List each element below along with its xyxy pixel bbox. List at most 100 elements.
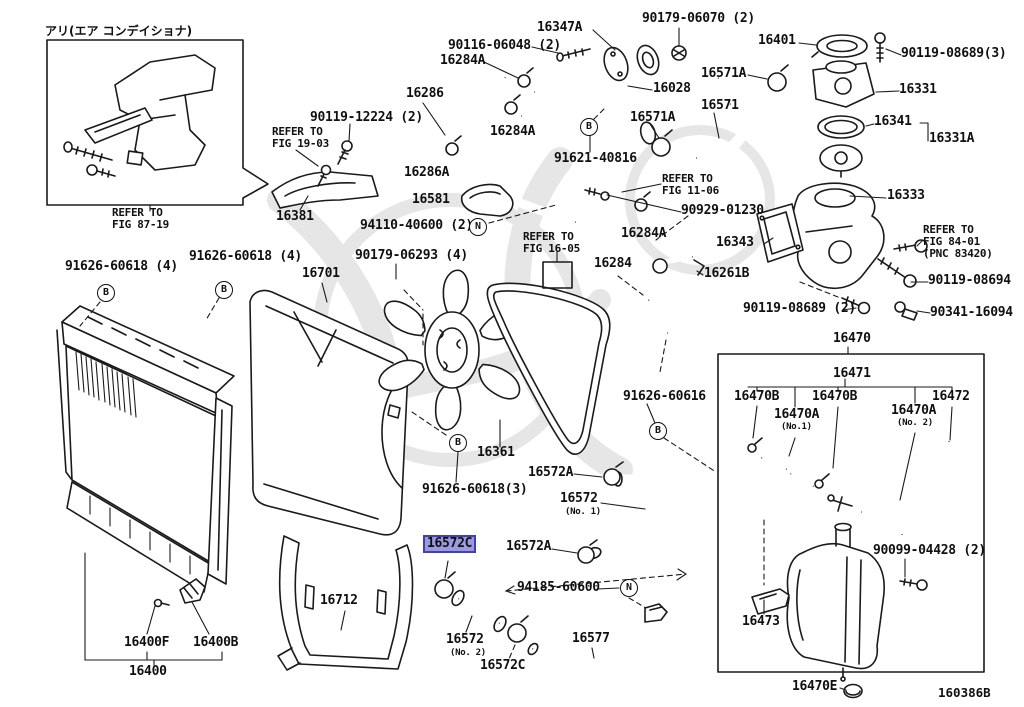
part-label-16400[interactable]: 16400 xyxy=(129,664,167,679)
stud-90929-01230-drawing xyxy=(584,187,610,201)
gasket-16347A-drawing xyxy=(603,44,660,82)
drive-belt-drawing xyxy=(486,261,611,455)
hose-clamp-16572A-drawings xyxy=(577,461,624,564)
part-label-16286[interactable]: 16286 xyxy=(406,86,444,101)
marker-b-5: B xyxy=(649,422,667,440)
bolt-90116-06048-drawing xyxy=(556,48,591,62)
part-label-90119-08694[interactable]: 90119-08694 xyxy=(928,273,1011,288)
part-label-91626-60618-4a[interactable]: 91626-60618 (4) xyxy=(65,259,178,274)
part-label-90341-16094[interactable]: 90341-16094 xyxy=(930,305,1013,320)
part-label-16284[interactable]: 16284 xyxy=(594,256,632,271)
part-label-16400B[interactable]: 16400B xyxy=(193,635,239,650)
part-label-90116-06048[interactable]: 90116-06048 (2) xyxy=(448,38,561,53)
part-label-16572A-2[interactable]: 16572A xyxy=(506,539,552,554)
part-label-16572A-1[interactable]: 16572A xyxy=(528,465,574,480)
part-label-91626-60618-4b[interactable]: 91626-60618 (4) xyxy=(189,249,302,264)
part-label-16472[interactable]: 16472 xyxy=(932,389,970,404)
water-inlet-16331-drawing xyxy=(812,60,875,108)
radiator-cap-16401-drawing xyxy=(811,34,868,58)
part-label-91626-60618-3[interactable]: 91626-60618(3) xyxy=(422,482,528,497)
part-label-16473[interactable]: 16473 xyxy=(742,614,780,629)
part-label-16572-no1[interactable]: 16572 xyxy=(560,491,598,506)
part-label-16572-no2[interactable]: 16572 xyxy=(446,632,484,647)
refer-fig-87-19: REFER TO FIG 87-19 xyxy=(112,206,169,231)
reservoir-box-and-parts xyxy=(717,353,985,699)
hose-clamp-16572C-2-drawing xyxy=(507,615,529,643)
gasket-16341-drawing xyxy=(817,115,865,139)
part-label-16331[interactable]: 16331 xyxy=(899,82,937,97)
part-label-16400F[interactable]: 16400F xyxy=(124,635,170,650)
part-label-16572C-2[interactable]: 16572C xyxy=(480,658,526,673)
part-label-16347A[interactable]: 16347A xyxy=(537,20,583,35)
diagram-code: 160386B xyxy=(938,685,991,700)
part-label-16333[interactable]: 16333 xyxy=(887,188,925,203)
part-label-16284A-3[interactable]: 16284A xyxy=(621,226,667,241)
part-label-16284A-1[interactable]: 16284A xyxy=(440,53,486,68)
part-label-16261B[interactable]: 16261B xyxy=(704,266,750,281)
joint-16261B-drawing xyxy=(652,254,705,276)
part-label-16470A-2[interactable]: 16470A xyxy=(891,403,937,418)
part-label-16470[interactable]: 16470 xyxy=(833,331,871,346)
water-outlet-16333-drawing xyxy=(792,182,885,289)
part-label-16577[interactable]: 16577 xyxy=(572,631,610,646)
part-label-94185-60600[interactable]: 94185-60600 xyxy=(517,580,600,595)
refer-fig-19-03: REFER TO FIG 19-03 xyxy=(272,125,329,150)
part-label-16284A-2[interactable]: 16284A xyxy=(490,124,536,139)
radiator-16400-drawing xyxy=(56,305,235,608)
part-label-90929-01230[interactable]: 90929-01230 xyxy=(681,203,764,218)
bracket-16381-drawing xyxy=(271,140,379,209)
part-label-16470B-2[interactable]: 16470B xyxy=(812,389,858,404)
tube-16572-no2-drawing xyxy=(451,589,507,633)
part-sublabel-16470A-1: (No.1) xyxy=(781,422,812,432)
hose-clamp-16572C-highlighted-drawing xyxy=(434,571,456,599)
part-label-16470E[interactable]: 16470E xyxy=(792,679,838,694)
gasket-16343-drawing xyxy=(756,203,804,263)
part-label-16571A-2[interactable]: 16571A xyxy=(630,110,676,125)
refer-fig-84-01: REFER TO FIG 84-01 (PNC 83420) xyxy=(923,223,993,260)
part-label-16712[interactable]: 16712 xyxy=(320,593,358,608)
part-label-16028[interactable]: 16028 xyxy=(653,81,691,96)
part-label-16331A[interactable]: 16331A xyxy=(929,131,975,146)
part-label-16571A-1[interactable]: 16571A xyxy=(701,66,747,81)
right-side-bolt-drawings xyxy=(841,239,928,321)
part-label-90119-08689-2[interactable]: 90119-08689 (2) xyxy=(743,301,856,316)
part-label-90099-04428[interactable]: 90099-04428 (2) xyxy=(873,543,986,558)
leader-lines xyxy=(84,27,953,691)
bolt-90119-08689-3-drawing xyxy=(874,32,886,63)
bracket-16581-drawing xyxy=(460,183,514,217)
part-label-90179-06293[interactable]: 90179-06293 (4) xyxy=(355,248,468,263)
part-label-16341[interactable]: 16341 xyxy=(874,114,912,129)
part-label-16381[interactable]: 16381 xyxy=(276,209,314,224)
part-label-90179-06070[interactable]: 90179-06070 (2) xyxy=(642,11,755,26)
part-label-16401[interactable]: 16401 xyxy=(758,33,796,48)
thermostat-16331A-drawing xyxy=(819,144,863,178)
clip-94185-drawing xyxy=(644,603,668,623)
marker-n-1: N xyxy=(469,218,487,236)
part-label-16571[interactable]: 16571 xyxy=(701,98,739,113)
part-label-91621-40816[interactable]: 91621-40816 xyxy=(554,151,637,166)
fan-shroud-16701-drawing xyxy=(249,289,409,536)
part-label-16572C-highlighted[interactable]: 16572C xyxy=(423,535,477,553)
part-label-16286A[interactable]: 16286A xyxy=(404,165,450,180)
hose-clamp-16571A-drawings xyxy=(639,64,789,157)
part-label-90119-08689-3[interactable]: 90119-08689(3) xyxy=(901,46,1007,61)
part-label-16471[interactable]: 16471 xyxy=(833,366,871,381)
elbow-16284-drawing xyxy=(647,294,684,336)
ac-bracket-inset-drawing xyxy=(46,39,269,212)
part-label-16470B-1[interactable]: 16470B xyxy=(734,389,780,404)
bolt-90179-06070-drawing xyxy=(671,45,687,61)
part-label-16470A-1[interactable]: 16470A xyxy=(774,407,820,422)
part-label-16361[interactable]: 16361 xyxy=(477,445,515,460)
marker-n-2: N xyxy=(620,579,638,597)
part-label-16343[interactable]: 16343 xyxy=(716,235,754,250)
part-label-94110-40600[interactable]: 94110-40600 (2) xyxy=(360,218,473,233)
part-label-16701[interactable]: 16701 xyxy=(302,266,340,281)
marker-b-3: B xyxy=(580,118,598,136)
japanese-note: アリ(エア コンデイショナ) xyxy=(45,24,193,38)
part-label-16581[interactable]: 16581 xyxy=(412,192,450,207)
part-label-91626-60616[interactable]: 91626-60616 xyxy=(623,389,706,404)
part-sublabel-16572-no2: (No. 2) xyxy=(450,648,486,658)
part-label-90119-12224[interactable]: 90119-12224 (2) xyxy=(310,110,423,125)
marker-b-4: B xyxy=(449,434,467,452)
